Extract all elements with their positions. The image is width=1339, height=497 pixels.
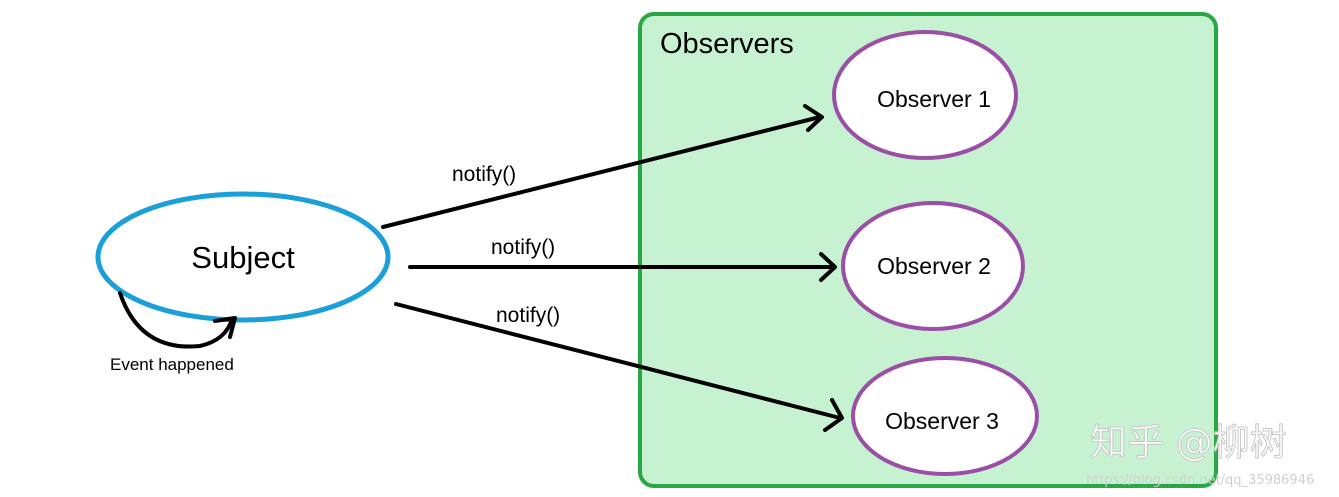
notify-arrow-3-line [394, 302, 842, 420]
event-label: Event happened [110, 355, 234, 374]
observer-3-ellipse [851, 356, 1039, 476]
watermark-brand: 知乎 @柳树 [1090, 421, 1287, 464]
subject-label: Subject [191, 240, 295, 275]
subject-node: Subject [95, 191, 391, 323]
observers-title: Observers [660, 28, 794, 60]
event-loop-arrowhead [213, 316, 237, 339]
observer-1-label: Observer 1 [877, 86, 991, 112]
notify-arrow-3-head [823, 398, 844, 432]
notify-arrow-1-head [803, 104, 824, 132]
notify-arrow-3: notify() [394, 302, 844, 432]
observer-3-label: Observer 3 [885, 408, 999, 434]
notify-arrow-2-label: notify() [491, 236, 555, 259]
observer-3-node: Observer 3 [851, 356, 1039, 476]
notify-arrow-3-label: notify() [496, 304, 560, 327]
notify-arrow-1-label: notify() [452, 163, 516, 186]
event-loop-arrow [118, 291, 234, 349]
notify-arrow-2: notify() [408, 236, 837, 282]
notify-arrow-2-head [819, 252, 837, 282]
watermark: 知乎 @柳树 https://blog.csdn.net/qq_35986946 [1086, 421, 1314, 489]
observer-1-ellipse [832, 30, 1018, 160]
observer-1-node: Observer 1 [832, 30, 1018, 160]
observer-2-label: Observer 2 [877, 253, 991, 279]
notify-arrow-1-line [381, 115, 822, 229]
notify-arrow-1: notify() [381, 104, 824, 229]
observer-2-node: Observer 2 [841, 201, 1025, 331]
observer-2-ellipse [841, 201, 1025, 331]
watermark-url: https://blog.csdn.net/qq_35986946 [1086, 473, 1314, 488]
event-loop: Event happened [110, 291, 237, 374]
subject-ellipse [95, 191, 391, 323]
